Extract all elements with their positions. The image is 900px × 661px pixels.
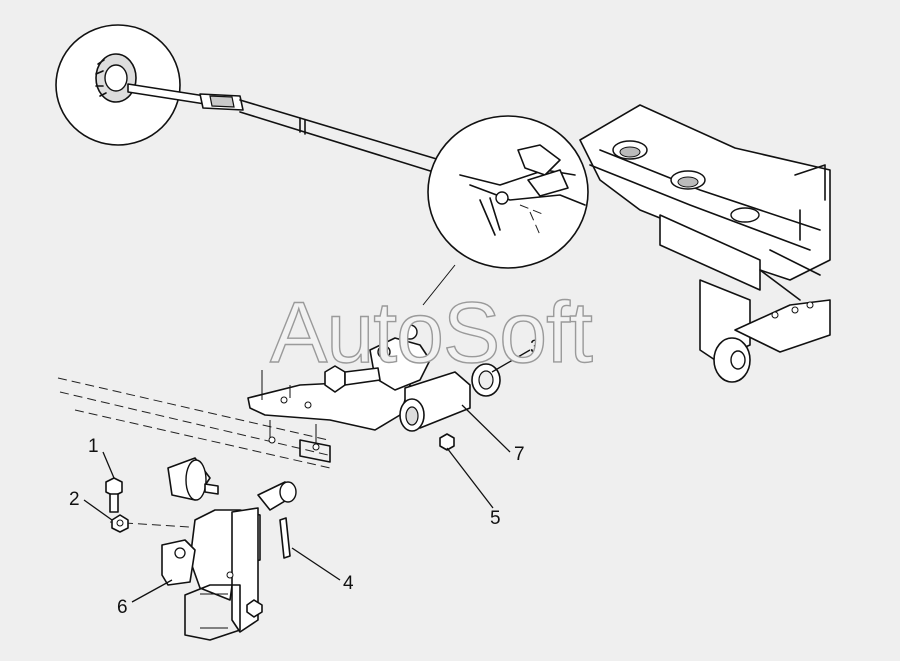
bolt-1: [105, 477, 123, 513]
pin-sleeve: [257, 481, 297, 511]
callout-3: 3: [530, 337, 541, 358]
nut-2: [111, 514, 129, 533]
detail-magnifier: [422, 115, 589, 306]
nut-5: [439, 433, 455, 451]
pedal-bracket: [247, 324, 471, 451]
callout-4: 4: [343, 573, 354, 594]
callout-5: 5: [490, 508, 501, 529]
rubber-stop: [167, 457, 219, 501]
callout-leaders: [83, 349, 531, 603]
callout-6: 6: [117, 597, 128, 618]
callout-2: 2: [69, 489, 80, 510]
watermark-text: AutoSoft: [270, 285, 593, 381]
pin-4: [279, 517, 291, 559]
steering-column: [127, 83, 441, 175]
callout-7: 7: [514, 444, 525, 465]
bolt-hex: [324, 365, 381, 393]
tractor-frame: [579, 104, 831, 383]
steering-wheel: [55, 24, 181, 146]
callout-1: 1: [88, 436, 99, 457]
plate-6: [161, 507, 263, 641]
